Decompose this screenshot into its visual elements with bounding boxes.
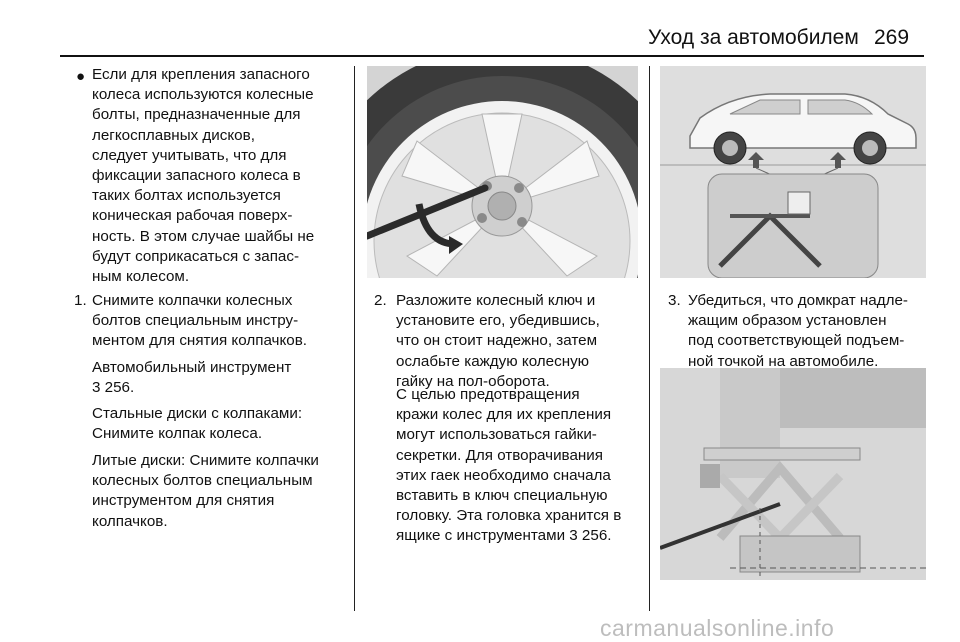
bullet-icon: ● — [76, 68, 86, 85]
column-divider — [354, 66, 355, 611]
tools-reference: Автомобильный инструмент 3 256. — [92, 359, 292, 397]
step-number: 2. — [374, 292, 387, 309]
alloy-rims-text: Литые диски: Снимите колпачки колесных б… — [92, 452, 319, 530]
page-header: Уход за автомобилем 269 — [0, 0, 960, 60]
anti-theft-text: С целью предотвращения кражи колес для и… — [396, 386, 622, 545]
step-2-text: Разложите колесный ключ и установите его… — [396, 292, 600, 390]
step-number: 3. — [668, 292, 681, 309]
scissor-jack-illustration — [660, 368, 926, 580]
watermark-text: carmanualsonline.info — [600, 615, 835, 641]
column-divider — [649, 66, 650, 611]
step-number: 1. — [74, 292, 87, 309]
page-number: 269 — [874, 26, 910, 49]
step-3-text: Убедиться, что домкрат надле- жащим обра… — [688, 292, 908, 370]
bullet-paragraph: Если для крепления запасного колеса испо… — [92, 66, 315, 286]
header-rule — [60, 55, 924, 57]
step-1-text: Снимите колпачки колесных болтов специал… — [92, 292, 308, 350]
car-jacking-points-illustration — [660, 66, 926, 278]
wheel-wrench-illustration — [367, 66, 638, 278]
steel-rims-text: Стальные диски с колпаками: Снимите колп… — [92, 405, 303, 443]
section-title: Уход за автомобилем — [648, 26, 859, 49]
